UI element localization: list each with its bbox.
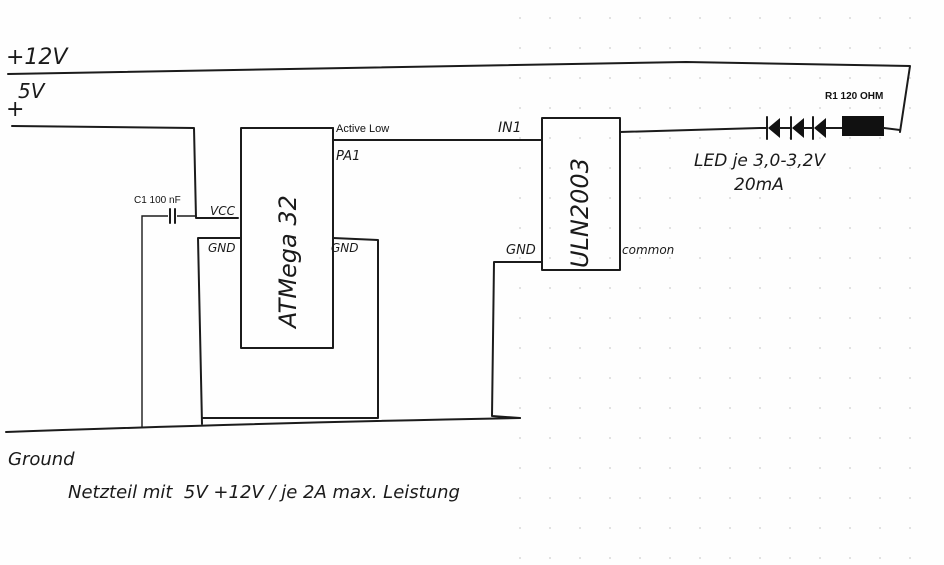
atmega-gnd-right-pin-label: GND	[331, 241, 359, 255]
uln2003-gnd-wire	[491, 261, 543, 419]
uln2003-in1-pin-label: IN1	[498, 120, 522, 136]
uln2003-common-pin-label: common	[622, 243, 674, 257]
ground-rail-wire	[5, 417, 521, 433]
resistor-lead-wire	[883, 127, 901, 131]
atmega-gnd-left-wire	[197, 237, 242, 425]
resistor-r1-label: R1 120 OHM	[825, 91, 883, 102]
led-current-note: 20mA	[734, 175, 784, 195]
active-low-label: Active Low	[336, 123, 389, 135]
rail-12v-wire	[7, 61, 911, 133]
led-voltage-note: LED je 3,0-3,2V	[694, 151, 826, 171]
ground-label: Ground	[8, 449, 75, 470]
uln2003-gnd-pin-label: GND	[506, 243, 536, 258]
atmega-pa1-pin-label: PA1	[336, 149, 360, 164]
atmega-gnd-left-pin-label: GND	[208, 241, 236, 255]
uln2003-output-wire	[619, 127, 761, 133]
capacitor-lead-left	[141, 215, 168, 428]
led-2-icon	[790, 116, 804, 140]
notebook-dot-grid	[519, 17, 911, 559]
atmega-chip-label: ATMega 32	[274, 195, 302, 330]
uln2003-chip-body	[541, 117, 621, 271]
atmega-vcc-pin-label: VCC	[210, 204, 236, 218]
led-1-icon	[766, 116, 780, 140]
uln2003-chip-label: ULN2003	[566, 158, 594, 268]
rail-5v-plus-sign: +	[6, 97, 24, 122]
power-supply-note: Netzteil mit 5V +12V / je 2A max. Leistu…	[68, 482, 460, 503]
rail-5v-wire	[11, 125, 239, 219]
led-3-icon	[812, 116, 826, 140]
resistor-r1-icon	[842, 116, 884, 136]
pa1-to-in1-wire	[314, 127, 543, 141]
rail-5v-label: 5V	[18, 79, 46, 103]
rail-12v-label: +12V	[6, 45, 69, 70]
capacitor-label: C1 100 nF	[134, 195, 181, 206]
atmega-gnd-right-wire	[201, 237, 379, 419]
